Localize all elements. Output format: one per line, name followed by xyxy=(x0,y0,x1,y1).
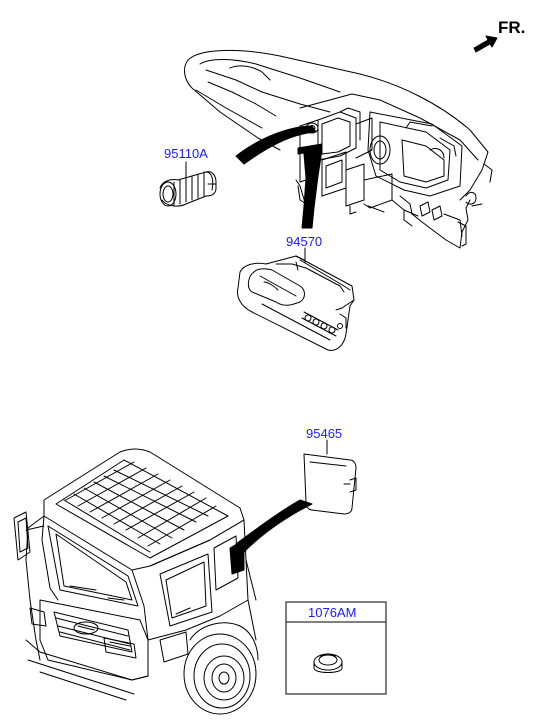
switch-assembly-part xyxy=(237,255,355,351)
front-direction-label: FR. xyxy=(498,18,526,37)
cigar-socket-location xyxy=(305,122,319,134)
part-label-1076am[interactable]: 1076AM xyxy=(308,605,357,620)
part-label-95465[interactable]: 95465 xyxy=(306,426,343,441)
front-direction-arrow-icon xyxy=(473,35,498,53)
part-label-95110a[interactable]: 95110A xyxy=(164,146,208,161)
cover-part xyxy=(303,453,357,515)
cigar-lighter-part xyxy=(159,171,217,207)
dashboard-illustration xyxy=(184,49,493,249)
part-1076am-box xyxy=(285,601,387,695)
truck-cab-illustration xyxy=(13,448,259,715)
part-label-94570[interactable]: 94570 xyxy=(286,234,323,249)
leader-94570 xyxy=(301,149,323,229)
leader-95465 xyxy=(235,499,313,553)
